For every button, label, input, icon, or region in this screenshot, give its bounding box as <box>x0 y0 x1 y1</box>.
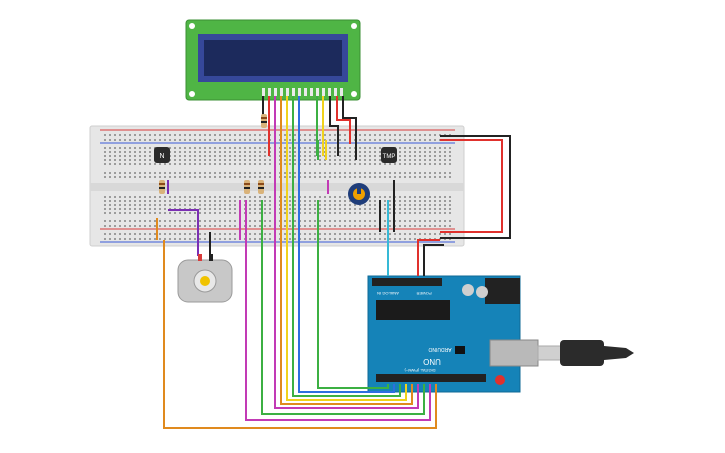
atmega-chip <box>376 300 450 320</box>
resistor[interactable] <box>261 114 267 128</box>
breadboard <box>89 125 465 247</box>
power-jack <box>485 278 520 304</box>
breadboard-jumpers <box>156 140 395 252</box>
left-sensor[interactable]: N <box>154 147 170 163</box>
usb-port <box>489 339 539 367</box>
rail-wires <box>440 135 511 239</box>
resistor[interactable] <box>258 180 264 194</box>
lcd-module[interactable] <box>185 19 361 101</box>
analog-header-label: ANALOG IN <box>377 291 399 296</box>
lcd-wires <box>262 96 357 230</box>
power-header-label: POWER <box>416 291 431 296</box>
usb-cable <box>537 340 634 366</box>
lcd-screen <box>204 40 342 76</box>
arduino-brand-label: ARDUINO <box>428 346 451 352</box>
dc-motor[interactable] <box>168 209 233 303</box>
arduino-uno[interactable]: UNO ARDUINO DIGITAL (PWM~) POWER ANALOG … <box>367 275 539 393</box>
top-header <box>372 278 442 286</box>
tmp-sensor[interactable]: TMP <box>381 147 397 163</box>
left-sensor-label: N <box>159 153 164 160</box>
resistor[interactable] <box>159 180 165 194</box>
tmp-sensor-label: TMP <box>383 154 396 160</box>
resistor[interactable] <box>244 180 250 194</box>
reset-button <box>495 375 505 385</box>
arduino-model-label: UNO <box>423 357 441 366</box>
digital-header-label: DIGITAL (PWM~) <box>404 368 436 373</box>
potentiometer[interactable] <box>348 183 370 205</box>
lcd-pins <box>262 88 343 96</box>
bottom-header <box>376 374 486 382</box>
arduino-wires <box>163 200 444 429</box>
